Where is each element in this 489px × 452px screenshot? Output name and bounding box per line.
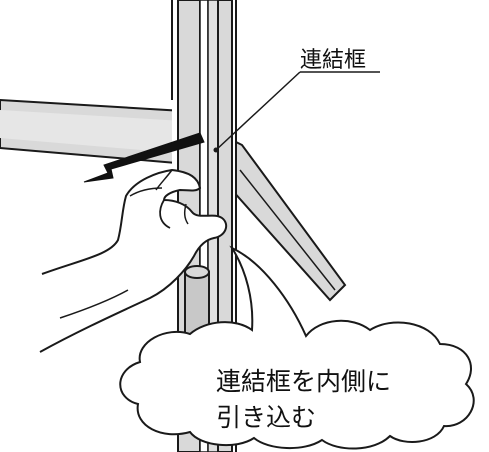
hand bbox=[39, 168, 228, 353]
speech-text-line-1: 連結框を内側に bbox=[216, 367, 392, 396]
speech-text-line-2: 引き込む bbox=[216, 403, 317, 432]
pull-arrow bbox=[83, 132, 205, 183]
horizontal-frame-bar bbox=[0, 98, 201, 167]
callout-label: 連結框 bbox=[300, 48, 367, 73]
speech-bubble bbox=[119, 245, 475, 450]
callout-leader bbox=[213, 71, 380, 153]
